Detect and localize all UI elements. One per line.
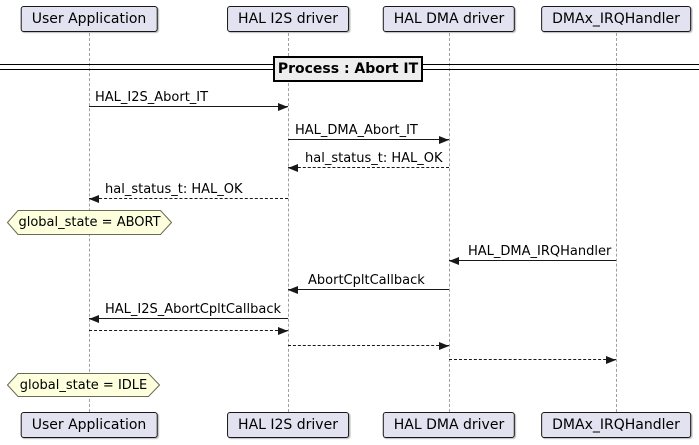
hexagon-shape bbox=[7, 373, 160, 397]
message-label: HAL_I2S_AbortCpltCallback bbox=[105, 302, 282, 317]
arrow-line bbox=[89, 106, 288, 107]
lifeline-dmax-irqhandler bbox=[616, 33, 617, 412]
participant-top-hal-dma-driver: HAL DMA driver bbox=[382, 6, 516, 32]
arrowhead-left-icon bbox=[89, 195, 99, 203]
arrow-line bbox=[288, 345, 449, 346]
participant-top-user-application: User Application bbox=[20, 6, 158, 32]
arrow-line bbox=[288, 139, 449, 140]
arrow-line bbox=[449, 260, 616, 261]
hexagon-shape bbox=[7, 210, 172, 235]
arrow-line bbox=[89, 330, 288, 331]
message-label: HAL_DMA_Abort_IT bbox=[295, 123, 418, 138]
participant-bottom-dmax-irqhandler: DMAx_IRQHandler bbox=[541, 412, 691, 438]
arrowhead-right-icon bbox=[606, 356, 616, 364]
lifeline-hal-dma-driver bbox=[449, 33, 450, 412]
arrowhead-right-icon bbox=[278, 103, 288, 111]
arrowhead-right-icon bbox=[278, 327, 288, 335]
arrowhead-left-icon bbox=[449, 257, 459, 265]
arrow-line bbox=[89, 318, 288, 319]
arrowhead-right-icon bbox=[439, 136, 449, 144]
note-text: global_state = IDLE bbox=[19, 377, 148, 393]
participant-bottom-hal-dma-driver: HAL DMA driver bbox=[382, 412, 516, 438]
arrowhead-left-icon bbox=[89, 315, 99, 323]
participant-bottom-user-application: User Application bbox=[20, 412, 158, 438]
arrow-line bbox=[89, 198, 288, 199]
note-text: global_state = ABORT bbox=[18, 215, 161, 230]
message-label: hal_status_t: HAL_OK bbox=[105, 182, 243, 197]
hexagon-note-global-state-abort: global_state = ABORT bbox=[7, 210, 172, 235]
lifeline-hal-i2s-driver bbox=[288, 33, 289, 412]
arrow-line bbox=[288, 167, 449, 168]
message-label: HAL_DMA_IRQHandler bbox=[468, 244, 612, 259]
message-label: hal_status_t: HAL_OK bbox=[305, 151, 443, 166]
message-label: AbortCpltCallback bbox=[308, 273, 425, 288]
arrow-line bbox=[449, 359, 616, 360]
message-label: HAL_I2S_Abort_IT bbox=[95, 90, 209, 105]
arrowhead-left-icon bbox=[288, 164, 298, 172]
participant-top-dmax-irqhandler: DMAx_IRQHandler bbox=[541, 6, 691, 32]
arrowhead-left-icon bbox=[288, 286, 298, 294]
arrow-line bbox=[288, 289, 449, 290]
arrowhead-right-icon bbox=[439, 342, 449, 350]
participant-top-hal-i2s-driver: HAL I2S driver bbox=[227, 6, 349, 32]
hexagon-note-global-state-idle: global_state = IDLE bbox=[7, 373, 160, 397]
divider-process-abort-it: Process : Abort IT bbox=[273, 56, 423, 82]
participant-bottom-hal-i2s-driver: HAL I2S driver bbox=[227, 412, 349, 438]
